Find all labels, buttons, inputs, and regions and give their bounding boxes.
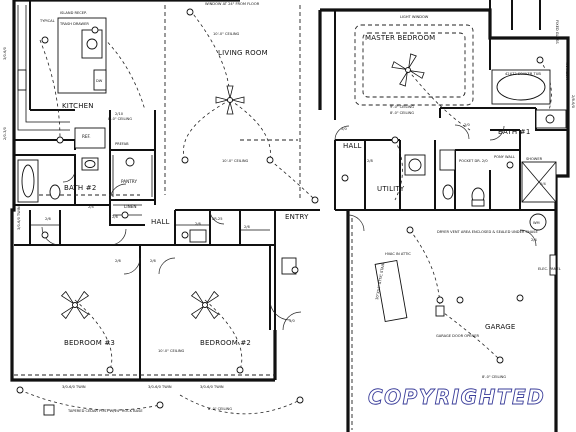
note-typical: TYPICAL — [39, 19, 55, 23]
dim-door-b: 2/6 — [115, 259, 121, 263]
ceiling-fan-master — [391, 53, 425, 87]
dim-door-2-10: 2/10 — [115, 112, 124, 116]
dimension-labels: 2/6 2/6 2/6 2/6 2/8 2/4 2/4 2/4 3/0 2/0 … — [3, 46, 575, 389]
note-tapered-cedar: TAPERED CEDAR POST W/24" ROCK BASE — [67, 409, 143, 413]
dim-door-5-0: 5/0 — [341, 127, 347, 131]
ceiling-bedroom2: 10'-0" CEILING — [158, 349, 185, 353]
note-hvac: HVAC IN ATTIC — [385, 252, 411, 256]
label-master-bedroom: MASTER BEDROOM — [365, 34, 435, 42]
note-wm: WM — [533, 221, 540, 225]
dim-door-2-4-a: 2/4 — [88, 205, 94, 209]
dim-ext-1: 2/0-3/0 — [3, 126, 7, 140]
dim-ext-2: 3/0-6/0 — [3, 46, 7, 60]
ceiling-bedroom3-below: 8'-0" CEILING — [208, 407, 232, 411]
ceiling-fan-bedroom3 — [60, 290, 90, 320]
label-linen: LINEN — [124, 204, 136, 209]
note-soaker-tub: 42X72 SOAKER TUB — [505, 72, 541, 76]
note-prefab: PREFAB — [115, 142, 129, 146]
dim-door-a: 2/6 — [45, 217, 51, 221]
copyright-watermark: COPYRIGHTED — [368, 385, 545, 409]
label-living-room: LIVING ROOM — [218, 49, 268, 57]
label-kitchen: KITCHEN — [62, 102, 94, 110]
note-fixed-glass: FIXED GLASS — [555, 20, 559, 44]
ceiling-living-top: 10'-0" CEILING — [213, 32, 240, 36]
dim-door-2-0: 2/0 — [464, 123, 470, 127]
note-trash-drawer: TRASH DRAWER — [59, 22, 89, 26]
label-bedroom2: BEDROOM #2 — [200, 339, 251, 347]
note-dw: DW — [96, 79, 103, 83]
ceiling-lines — [14, 5, 474, 430]
dim-door-3-0: 3/0 — [289, 319, 295, 323]
label-utility: UTILITY — [377, 185, 405, 193]
dim-door-2-8: 2/8 — [367, 159, 373, 163]
note-pony-wall: PONY WALL — [494, 155, 515, 159]
note-light-window: LIGHT WINDOW — [400, 15, 429, 19]
dim-twin-right: 3/0-6/0 TWIN — [200, 385, 224, 389]
label-ref: REF. — [82, 134, 91, 139]
dim-door-c: 2/6 — [150, 259, 156, 263]
dim-twin-mid: 3/0-6/0 TWIN — [148, 385, 172, 389]
ceiling-master-8: 8'-0" CEILING — [390, 111, 414, 115]
note-island: ISLAND RECEP. — [60, 11, 87, 15]
label-entry: ENTRY — [285, 213, 309, 221]
ceiling-garage-below: 8'-0" CEILING — [482, 375, 506, 379]
note-transom: TRANSOM — [565, 61, 569, 80]
note-elec-panel: ELEC. PANEL — [538, 267, 561, 271]
ceiling-kitchen: 8'-0" CEILING — [108, 117, 132, 121]
fixtures — [17, 5, 567, 416]
note-shower: SHOWER — [526, 157, 543, 161]
ceiling-living-mid: 10'-0" CEILING — [222, 159, 249, 163]
interior-walls — [14, 0, 568, 380]
ceiling-fan-bedroom2 — [190, 290, 220, 320]
label-hall-lower: HALL — [151, 218, 170, 226]
note-dryer-vent: DRYER VENT AREA ENCLOSED & SEALED UNDER … — [437, 230, 538, 234]
dim-door-2-4-b: 2/4 — [531, 238, 537, 242]
dim-twin-left: 3/0-6/0 TWIN — [62, 385, 86, 389]
dim-twin-far: 3/0-6/0 TWIN — [17, 206, 21, 230]
room-labels: MASTER BEDROOM LIVING ROOM KITCHEN BATH … — [62, 34, 531, 347]
note-attic-stair: 30"X54" ATTIC STAIR — [375, 262, 386, 300]
dim-door-d: 2/6 — [244, 225, 250, 229]
dim-door-2-4-c: 2/4 — [540, 182, 546, 186]
label-pantry: PANTRY — [121, 179, 137, 184]
label-bath1: BATH #1 — [498, 128, 531, 136]
dim-ext-3: 2/8-6/0 — [571, 95, 575, 109]
note-pocket-door: POCKET DR. 2/0 — [459, 159, 488, 163]
label-hall-upper: HALL — [343, 142, 362, 150]
light-fixtures — [16, 8, 544, 409]
ceiling-master-9: 9'-0" CEILING — [390, 105, 414, 109]
label-bath2: BATH #2 — [64, 184, 97, 192]
label-bedroom3: BEDROOM #3 — [64, 339, 115, 347]
plan-notes: WINDOW AT 24" FROM FLOOR DRYER VENT AREA… — [39, 2, 569, 413]
ceiling-labels: 10'-0" CEILING 10'-0" CEILING 9'-0" CEIL… — [108, 32, 506, 411]
ceiling-fan-living — [215, 85, 245, 115]
door-swings — [41, 124, 537, 331]
label-garage: GARAGE — [485, 323, 516, 331]
dim-door-f: 2/6 — [195, 222, 201, 226]
dim-door-2r: 2R-25 — [212, 217, 223, 221]
dim-door-e: 2/6 — [112, 215, 118, 219]
note-garage-door-opener: GARAGE DOOR OPENER — [436, 334, 479, 338]
note-window: WINDOW AT 24" FROM FLOOR — [205, 2, 260, 6]
